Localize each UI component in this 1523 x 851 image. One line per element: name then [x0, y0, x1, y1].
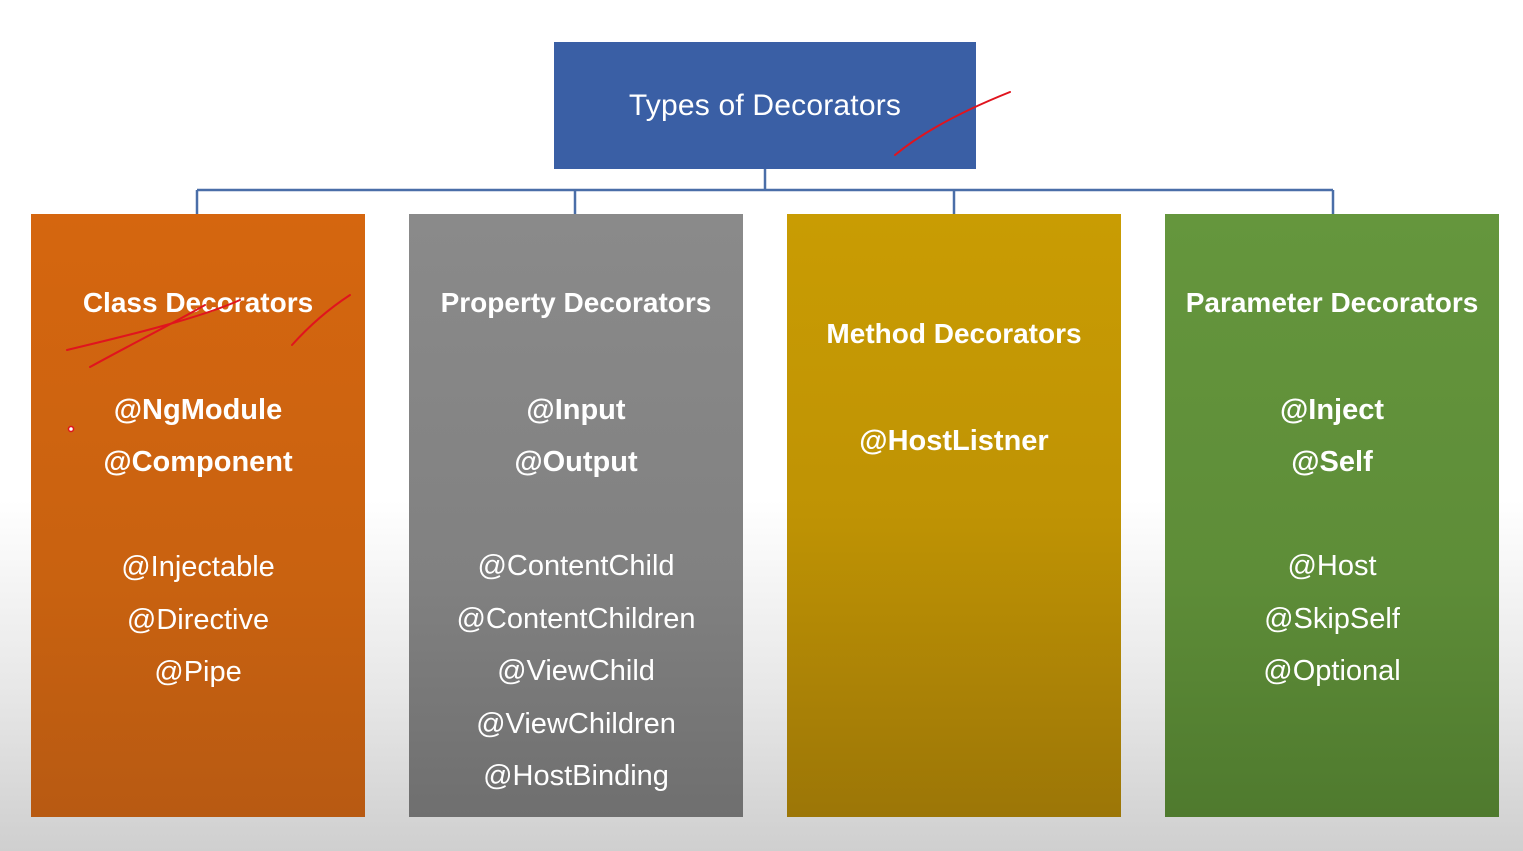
card-class-decorators: Class Decorators @NgModule @Component @I…: [31, 214, 365, 817]
list-item: @Host: [1287, 550, 1377, 582]
list-item: @Output: [514, 446, 638, 478]
list-item: @Inject: [1279, 394, 1385, 426]
list-item: @Directive: [126, 603, 270, 636]
primary-list-method: @HostListner: [787, 415, 1121, 467]
primary-list-class: @NgModule @Component: [31, 384, 365, 488]
list-item: @Input: [526, 394, 626, 426]
card-method-decorators: Method Decorators @HostListner: [787, 214, 1121, 817]
list-item: @Self: [1291, 446, 1373, 478]
card-title-method-decorators: Method Decorators: [826, 318, 1082, 349]
list-item: @SkipSelf: [1264, 602, 1400, 635]
card-property-decorators: Property Decorators @Input @Output @Cont…: [409, 214, 743, 817]
list-item: @NgModule: [113, 394, 283, 426]
list-item: @HostBinding: [483, 760, 669, 792]
card-title-parameter-decorators: Parameter Decorators: [1185, 287, 1479, 318]
list-item: @ContentChild: [477, 550, 675, 582]
list-item: @Component: [103, 446, 293, 478]
list-item: @HostListner: [859, 425, 1049, 457]
card-title-class-decorators: Class Decorators: [82, 287, 314, 318]
card-parameter-decorators: Parameter Decorators @Inject @Self @Host…: [1165, 214, 1499, 817]
secondary-list-parameter: @Host @SkipSelf @Optional: [1165, 540, 1499, 698]
secondary-list-class: @Injectable @Directive @Pipe: [31, 541, 365, 699]
list-item: @ViewChildren: [476, 707, 676, 740]
list-item: @Injectable: [121, 551, 275, 583]
root-node-types-of-decorators: Types of Decorators: [554, 42, 976, 169]
secondary-list-property: @ContentChild @ContentChildren @ViewChil…: [409, 540, 743, 803]
root-node-label: Types of Decorators: [628, 88, 902, 122]
card-title-property-decorators: Property Decorators: [440, 287, 712, 318]
list-item: @Pipe: [154, 656, 242, 688]
list-item: @Optional: [1263, 655, 1401, 687]
list-item: @ContentChildren: [456, 602, 696, 635]
primary-list-property: @Input @Output: [409, 384, 743, 488]
primary-list-parameter: @Inject @Self: [1165, 384, 1499, 488]
list-item: @ViewChild: [497, 655, 655, 687]
